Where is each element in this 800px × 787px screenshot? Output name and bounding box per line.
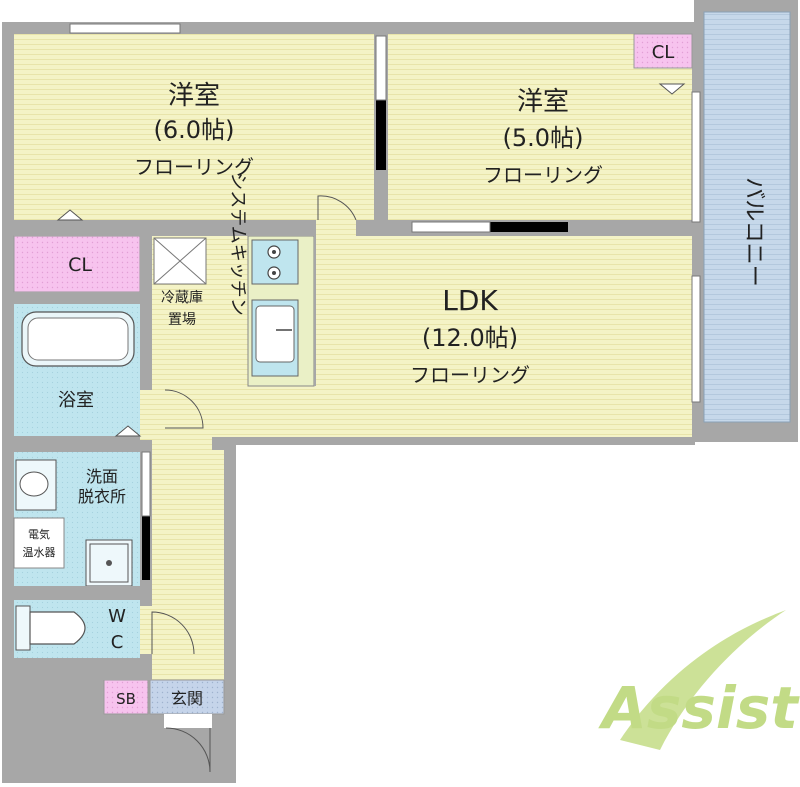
- balcony-label: バルコニー: [741, 177, 766, 287]
- hallway: [152, 450, 224, 680]
- western2-floor: フローリング: [483, 163, 603, 187]
- kitchen-label: システムキッチン: [227, 172, 248, 315]
- ldk-size: (12.0帖): [422, 324, 518, 352]
- closet-left-label: CL: [68, 254, 92, 276]
- svg-text:Assist: Assist: [598, 674, 800, 742]
- western1-floor: フローリング: [134, 155, 254, 179]
- entrance: [149, 679, 225, 715]
- ldk-name: LDK: [442, 284, 498, 317]
- water-heater: [13, 517, 65, 569]
- bath-label: 浴室: [58, 390, 94, 411]
- swing-doors: [151, 195, 357, 773]
- water-heater-label: 電気温水器: [23, 527, 56, 559]
- windows: [69, 23, 701, 403]
- shoe-box-label: SB: [116, 690, 136, 708]
- western1-size: (6.0帖): [154, 116, 235, 144]
- fridge-label: 冷蔵庫置場: [161, 289, 203, 328]
- entrance-label: 玄関: [171, 689, 203, 708]
- western2-size: (5.0帖): [503, 124, 584, 152]
- room-western-6: [14, 34, 374, 220]
- assist-logo: Assist: [598, 610, 800, 750]
- closet-top: [633, 33, 693, 69]
- ldk-floor: フローリング: [410, 363, 530, 387]
- closet-top-label: CL: [652, 42, 675, 63]
- sliding-doors: [141, 35, 568, 580]
- washroom-label: 洗面脱衣所: [78, 467, 126, 506]
- western2-name: 洋室: [517, 87, 569, 117]
- western1-name: 洋室: [168, 81, 220, 111]
- shoe-box: [103, 679, 149, 715]
